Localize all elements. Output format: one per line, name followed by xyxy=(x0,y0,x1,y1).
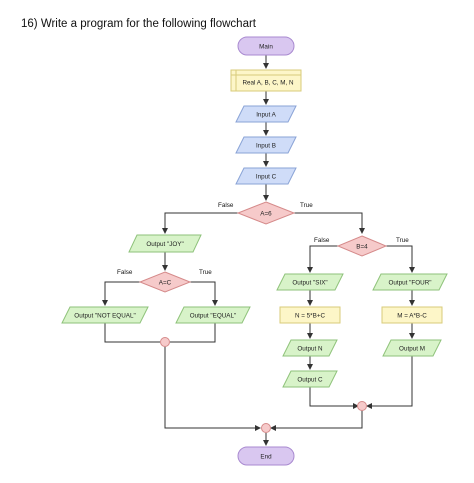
output-six-label: Output "SIX" xyxy=(292,280,327,287)
output-joy: Output "JOY" xyxy=(128,234,202,253)
input-a: Input A xyxy=(235,105,297,123)
edge-outm-merge xyxy=(366,356,413,409)
output-c: Output C xyxy=(282,370,338,388)
output-joy-label: Output "JOY" xyxy=(146,241,183,248)
terminal-end-label: End xyxy=(260,454,272,461)
process-assign-m-label: M = A*B-C xyxy=(397,313,427,320)
edge-equal-merge xyxy=(170,323,216,343)
output-m-label: Output M xyxy=(399,346,425,353)
input-b-label: Input B xyxy=(256,143,276,150)
process-assign-m: M = A*B-C xyxy=(381,306,443,324)
output-not-equal: Output "NOT EQUAL" xyxy=(61,306,149,324)
decision-b4: B=4 xyxy=(336,235,388,257)
terminal-main: Main xyxy=(237,36,295,56)
output-equal-label: Output "EQUAL" xyxy=(190,313,236,320)
decision-ac: A=C xyxy=(138,271,192,293)
output-n: Output N xyxy=(282,339,338,357)
decision-ac-label: A=C xyxy=(159,280,172,287)
branch-ac-false: False xyxy=(117,269,133,276)
merge-point-right xyxy=(357,401,367,411)
branch-a6-false: False xyxy=(218,202,234,209)
edge-ac-true xyxy=(190,281,218,306)
terminal-end: End xyxy=(237,446,295,466)
decision-a6-label: A=6 xyxy=(260,211,272,218)
output-m: Output M xyxy=(382,339,442,357)
edge-a6-false xyxy=(162,212,238,234)
output-not-equal-label: Output "NOT EQUAL" xyxy=(74,313,135,320)
input-c: Input C xyxy=(235,167,297,185)
edge-notequal-merge xyxy=(104,323,160,343)
output-six: Output "SIX" xyxy=(276,273,344,291)
edge-ac-false xyxy=(102,281,140,306)
terminal-main-label: Main xyxy=(259,44,273,51)
process-assign-n: N = 5*B+C xyxy=(279,306,341,324)
branch-b4-true: True xyxy=(396,237,409,244)
output-four: Output "FOUR" xyxy=(372,273,448,291)
edge-left-merge-down xyxy=(164,346,261,431)
decision-a6: A=6 xyxy=(236,201,296,225)
edge-a6-true xyxy=(294,212,365,234)
edge-right-merge-down xyxy=(270,410,363,431)
edge-b4-true xyxy=(386,245,415,273)
edge-b4-false xyxy=(307,245,338,273)
output-equal: Output "EQUAL" xyxy=(175,306,251,324)
output-c-label: Output C xyxy=(297,377,323,384)
question-title: 16) Write a program for the following fl… xyxy=(21,18,256,30)
process-declare-label: Real A, B, C, M, N xyxy=(242,80,294,87)
input-c-label: Input C xyxy=(256,174,277,181)
branch-a6-true: True xyxy=(300,202,313,209)
branch-ac-true: True xyxy=(199,269,212,276)
branch-b4-false: False xyxy=(314,237,330,244)
process-assign-n-label: N = 5*B+C xyxy=(295,313,326,320)
merge-point-final xyxy=(261,423,271,433)
connectors xyxy=(102,55,415,446)
decision-b4-label: B=4 xyxy=(356,244,368,251)
input-a-label: Input A xyxy=(256,112,276,119)
input-b: Input B xyxy=(235,136,297,154)
output-n-label: Output N xyxy=(297,346,323,353)
output-four-label: Output "FOUR" xyxy=(389,280,432,287)
edge-outc-merge xyxy=(309,387,359,409)
process-declare: Real A, B, C, M, N xyxy=(230,69,302,92)
merge-point-left xyxy=(160,337,170,347)
